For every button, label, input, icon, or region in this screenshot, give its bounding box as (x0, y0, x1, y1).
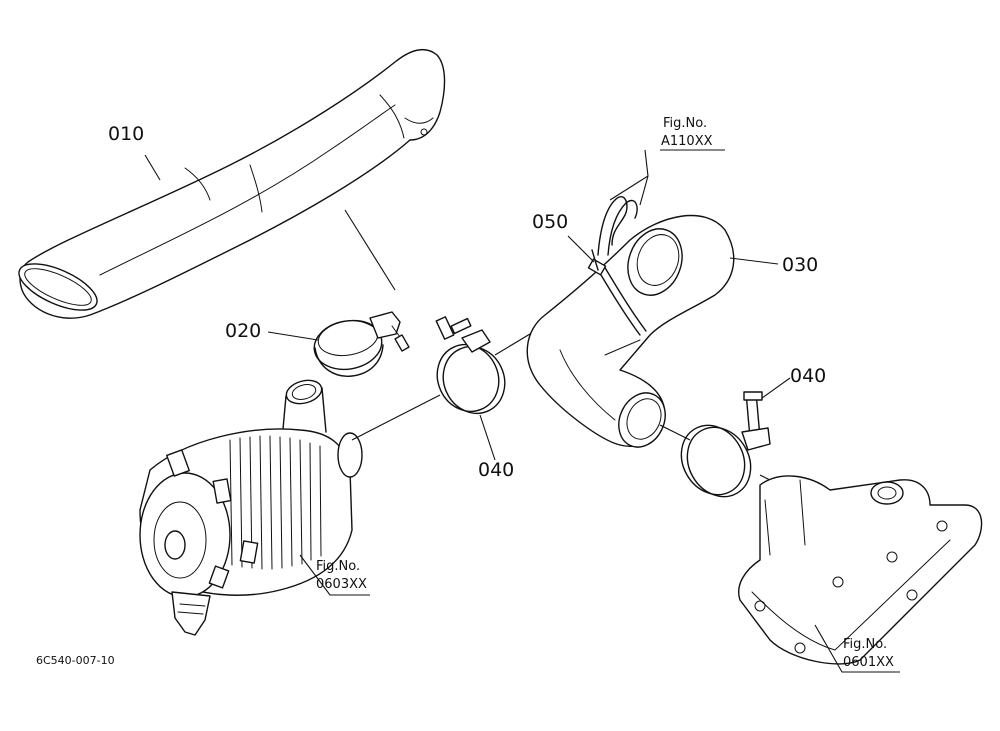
band-clamp-020 (313, 311, 410, 377)
intake-duct-010 (18, 48, 446, 319)
elbow-hose-030 (526, 214, 735, 448)
label-part-040-right: 040 (790, 365, 826, 387)
drawing-code: 6C540-007-10 (36, 654, 115, 667)
fig-ref-a110-title: Fig.No. (663, 116, 707, 131)
harness-reference-a110 (597, 196, 638, 256)
fig-ref-0601-number: 0601XX (843, 655, 894, 670)
tie-band-050 (587, 249, 647, 336)
intake-manifold (738, 475, 983, 665)
fig-ref-0603-title: Fig.No. (316, 559, 360, 574)
label-part-040-left: 040 (478, 459, 514, 481)
label-part-020: 020 (225, 320, 261, 342)
fig-ref-a110-number: A110XX (661, 134, 713, 149)
air-cleaner-assembly (139, 379, 363, 636)
fig-ref-0601-title: Fig.No. (843, 637, 887, 652)
label-part-030: 030 (782, 254, 818, 276)
fig-ref-0603-number: 0603XX (316, 577, 367, 592)
hose-clamp-040-right (680, 391, 771, 498)
hose-clamp-040-left (435, 316, 506, 415)
label-part-050: 050 (532, 211, 568, 233)
label-part-010: 010 (108, 123, 144, 145)
